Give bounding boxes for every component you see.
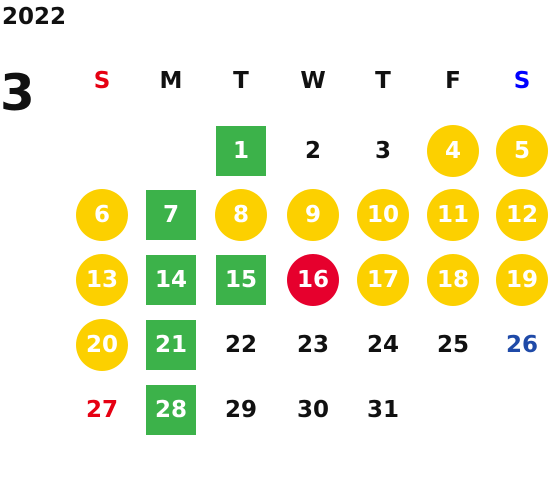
weekday-friday: F	[445, 68, 461, 94]
day-2[interactable]: 2	[304, 138, 321, 164]
day-21[interactable]: 21	[146, 320, 196, 370]
day-19[interactable]: 19	[496, 254, 548, 306]
day-5[interactable]: 5	[496, 125, 548, 177]
day-16[interactable]: 16	[287, 254, 339, 306]
day-27[interactable]: 27	[85, 397, 118, 423]
day-3[interactable]: 3	[374, 138, 391, 164]
day-9[interactable]: 9	[287, 189, 339, 241]
day-11[interactable]: 11	[427, 189, 479, 241]
day-25[interactable]: 25	[436, 332, 469, 358]
year-label: 2022	[2, 4, 67, 30]
day-10[interactable]: 10	[357, 189, 409, 241]
day-4[interactable]: 4	[427, 125, 479, 177]
weekday-monday: M	[159, 68, 183, 94]
weekday-wednesday: W	[300, 68, 326, 94]
day-18[interactable]: 18	[427, 254, 479, 306]
day-12[interactable]: 12	[496, 189, 548, 241]
day-31[interactable]: 31	[366, 397, 399, 423]
day-17[interactable]: 17	[357, 254, 409, 306]
day-24[interactable]: 24	[366, 332, 399, 358]
day-1[interactable]: 1	[216, 126, 266, 176]
day-26[interactable]: 26	[505, 332, 538, 358]
day-30[interactable]: 30	[296, 397, 329, 423]
day-29[interactable]: 29	[224, 397, 257, 423]
day-8[interactable]: 8	[215, 189, 267, 241]
day-20[interactable]: 20	[76, 319, 128, 371]
day-23[interactable]: 23	[296, 332, 329, 358]
day-13[interactable]: 13	[76, 254, 128, 306]
day-7[interactable]: 7	[146, 190, 196, 240]
weekday-tuesday: T	[233, 68, 249, 94]
weekday-saturday: S	[513, 68, 531, 94]
day-28[interactable]: 28	[146, 385, 196, 435]
day-15[interactable]: 15	[216, 255, 266, 305]
day-6[interactable]: 6	[76, 189, 128, 241]
day-14[interactable]: 14	[146, 255, 196, 305]
month-number: 3	[0, 64, 35, 122]
weekday-sunday: S	[93, 68, 111, 94]
day-22[interactable]: 22	[224, 332, 257, 358]
weekday-thursday: T	[375, 68, 391, 94]
